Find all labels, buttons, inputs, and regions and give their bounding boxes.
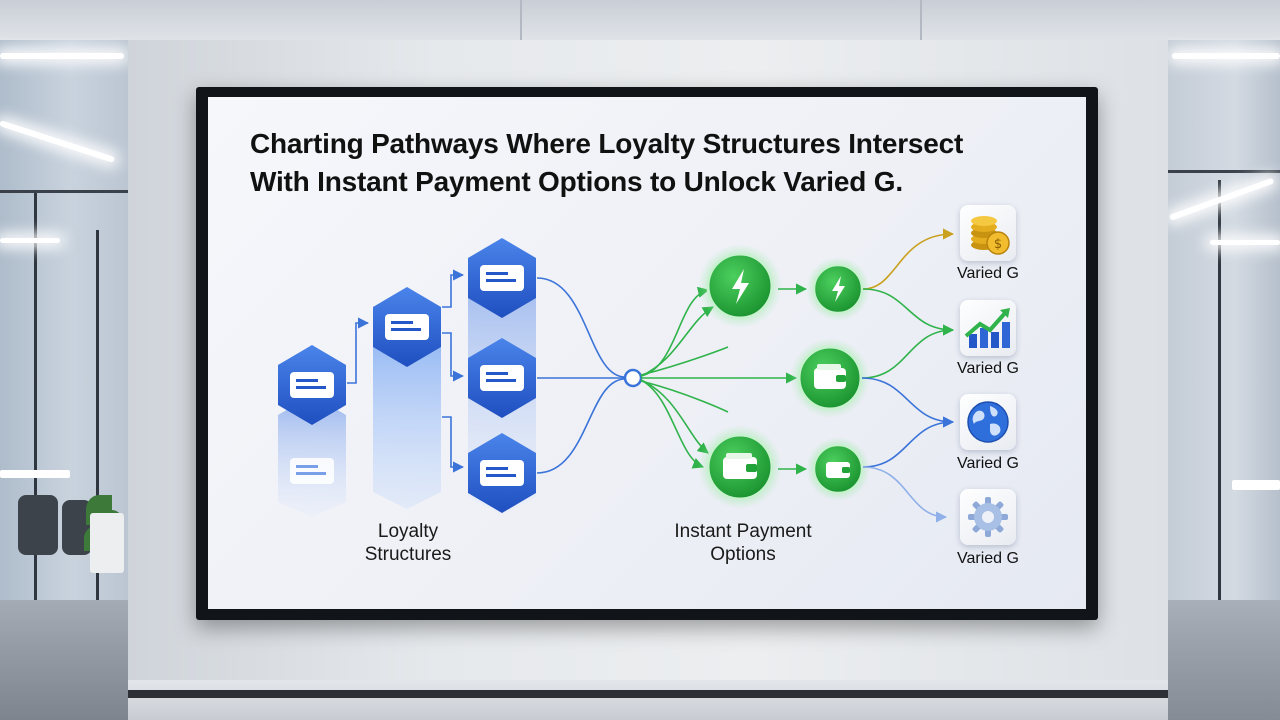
outcome-label-1: Varied G (957, 265, 1019, 282)
loyalty-label-line-1: Loyalty (377, 521, 439, 542)
wallet-icon (723, 457, 757, 479)
gear-icon (968, 497, 1008, 537)
instant-payment-label: Instant Payment Options (643, 520, 843, 566)
pathway-diagram (278, 228, 955, 523)
lightning-icon (732, 269, 749, 304)
card-icon (290, 458, 334, 484)
plant-pot (90, 513, 124, 573)
wallet-icon (814, 368, 846, 389)
loyalty-connectors (347, 269, 465, 473)
card-icon (480, 365, 524, 391)
title-line-1: Charting Pathways Where Loyalty Structur… (250, 128, 964, 159)
globe-icon (967, 401, 1009, 443)
hub-node (623, 368, 643, 388)
loyalty-prism-1 (278, 395, 346, 517)
display-screen: Charting Pathways Where Loyalty Structur… (208, 97, 1086, 609)
outcome-tile-2 (960, 300, 1016, 356)
outcome-label-4: Varied G (957, 550, 1019, 567)
loyalty-label-line-2: Structures (364, 544, 452, 565)
outcome-tile-3 (960, 394, 1016, 450)
glass-wall-right (1168, 40, 1280, 680)
outcome-tile-1: $ (960, 205, 1016, 261)
payment-label-line-2: Options (710, 544, 776, 565)
card-icon (480, 460, 524, 486)
payment-label-line-1: Instant Payment (674, 521, 812, 542)
diagram-title: Charting Pathways Where Loyalty Structur… (250, 125, 1050, 201)
outcome-tile-4 (960, 489, 1016, 545)
outcome-connectors (861, 228, 955, 523)
card-icon (480, 265, 524, 291)
loyalty-structures-group (278, 238, 536, 517)
hub-outputs (640, 286, 798, 469)
card-icon (385, 314, 429, 340)
wallet-icon (826, 462, 850, 478)
loyalty-prism-2 (373, 317, 441, 509)
card-icon (290, 372, 334, 398)
lightning-icon (832, 276, 845, 302)
glass-wall-left (0, 40, 128, 680)
instant-payment-group (698, 244, 870, 509)
hub-inputs (536, 277, 626, 474)
svg-text:$: $ (994, 237, 1002, 252)
growth-chart-icon (964, 308, 1010, 348)
ceiling (0, 0, 1280, 40)
outcome-label-2: Varied G (957, 360, 1019, 377)
title-line-2: With Instant Payment Options to Unlock V… (250, 166, 903, 197)
outcome-label-3: Varied G (957, 455, 1019, 472)
gold-coins-icon: $ (971, 216, 1010, 255)
loyalty-structures-label: Loyalty Structures (328, 520, 488, 566)
